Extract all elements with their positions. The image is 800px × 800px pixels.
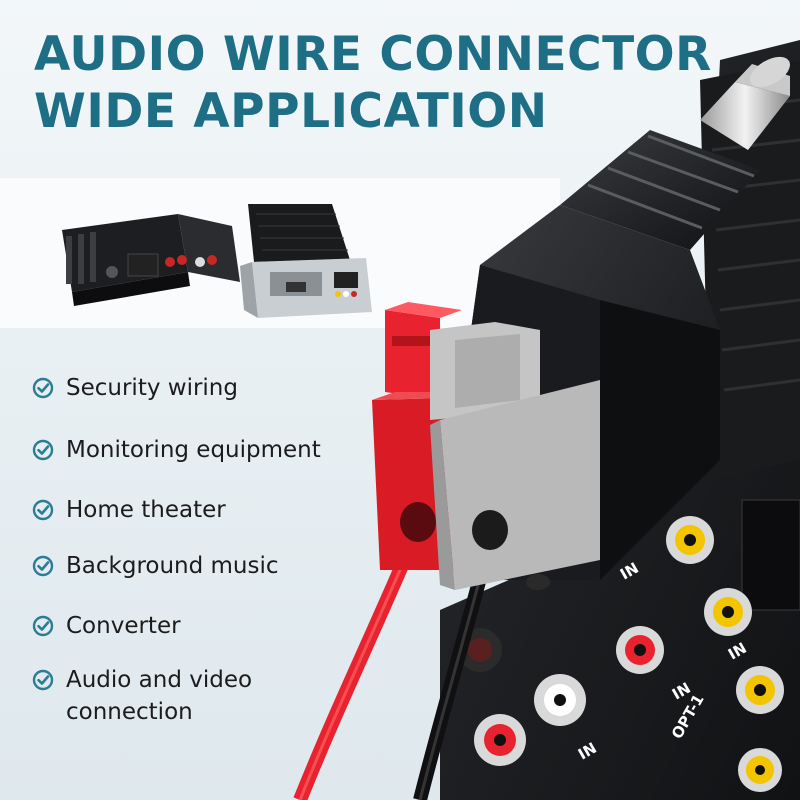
head-unit-image bbox=[240, 204, 372, 318]
feature-item: Home theater bbox=[32, 494, 372, 526]
feature-item: Converter bbox=[32, 610, 372, 642]
feature-text: Monitoring equipment bbox=[66, 437, 321, 463]
headline: AUDIO WIRE CONNECTOR WIDE APPLICATION bbox=[34, 26, 712, 140]
feature-text: Security wiring bbox=[66, 375, 238, 401]
feature-text: Audio and video connection bbox=[66, 667, 253, 725]
feature-item: Security wiring bbox=[32, 372, 372, 404]
feature-item: Audio and video connection bbox=[32, 664, 292, 728]
amplifier-image bbox=[62, 214, 240, 306]
gray-terminal bbox=[430, 322, 600, 590]
feature-item: Background music bbox=[32, 550, 372, 582]
check-circle-icon bbox=[32, 499, 54, 521]
headline-line-1: AUDIO WIRE CONNECTOR bbox=[34, 27, 712, 82]
feature-text: Converter bbox=[66, 613, 181, 639]
check-circle-icon bbox=[32, 439, 54, 461]
check-circle-icon bbox=[32, 555, 54, 577]
feature-text: Home theater bbox=[66, 497, 226, 523]
rca-jacks bbox=[458, 516, 784, 792]
check-circle-icon bbox=[32, 615, 54, 637]
feature-item: Monitoring equipment bbox=[32, 434, 372, 466]
headline-line-2: WIDE APPLICATION bbox=[34, 84, 548, 139]
check-circle-icon bbox=[32, 377, 54, 399]
check-circle-icon bbox=[32, 669, 54, 691]
feature-text: Background music bbox=[66, 553, 279, 579]
